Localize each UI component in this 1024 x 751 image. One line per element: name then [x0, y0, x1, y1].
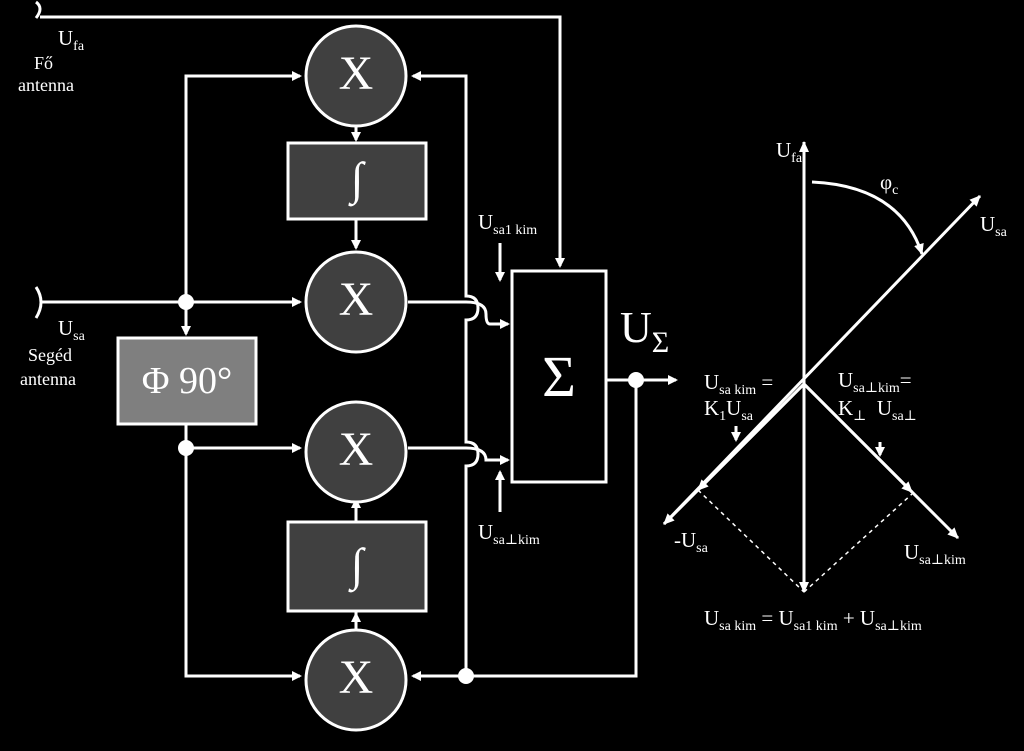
ufa-vector-label: Ufa	[776, 138, 803, 166]
shifted-to-m4-line	[184, 448, 302, 681]
summer-label: Σ	[542, 344, 576, 409]
multiplier-4	[304, 628, 408, 732]
resultant-dashed-lines	[697, 489, 913, 593]
multiplier-2	[304, 250, 408, 354]
ufa-input-label: Ufa	[58, 26, 85, 54]
m2-output-line	[408, 300, 508, 326]
integrator-2-label: ∫	[350, 539, 364, 590]
phi-c-label: φc	[880, 170, 899, 198]
junction-dot	[178, 440, 194, 456]
m3-output-line	[408, 446, 508, 462]
usa-perp-kim-eq-label: Usa⊥kim=	[838, 368, 912, 396]
main-antenna-label-2: antenna	[18, 75, 74, 95]
ufa-signal-line	[40, 15, 565, 268]
multiplier-3-label: X	[338, 423, 374, 476]
feedback-bus-line	[411, 71, 480, 676]
junction-dot	[458, 668, 474, 684]
aux-antenna-label: Segéd	[28, 345, 72, 365]
usa-perp-kim-label: Usa⊥kim	[478, 520, 540, 548]
junction-dot	[178, 294, 194, 310]
multiplier-4-label: X	[338, 651, 374, 704]
aux-antenna-label-2: antenna	[20, 369, 76, 389]
summer-block	[510, 269, 608, 484]
integrator-1-label: ∫	[350, 153, 364, 204]
main-antenna-symbol	[34, 0, 42, 19]
kperp-usa-perp-label: K⊥ Usa⊥	[838, 396, 917, 424]
usa-to-m1-line	[184, 71, 302, 302]
integrator-2	[286, 520, 428, 613]
usa-perp-kim-vector-label: Usa⊥kim	[904, 540, 966, 568]
resultant-equation-label: Usa kim = Usa1 kim + Usa⊥kim	[704, 606, 922, 634]
phi-angle-arc	[811, 180, 924, 255]
multiplier-1-label: X	[338, 47, 374, 100]
multiplier-3	[304, 400, 408, 504]
integrator-1	[286, 141, 428, 221]
usa1-kim-label: Usa1 kim	[478, 210, 538, 238]
neg-usa-label: -Usa	[674, 528, 708, 556]
junction-dot	[628, 372, 644, 388]
multiplier-1	[304, 24, 408, 128]
multiplier-2-label: X	[338, 273, 374, 326]
phase-shifter-block	[116, 336, 258, 426]
phase-shifter-label: Φ 90°	[141, 360, 233, 402]
usa-vector-label: Usa	[980, 212, 1007, 240]
u-sigma-output-label: UΣ	[620, 303, 670, 359]
usa-kim-eq-label: Usa kim =	[704, 370, 774, 398]
k1-usa-label: K1Usa	[704, 396, 754, 424]
usa-input-label: Usa	[58, 316, 85, 344]
main-antenna-label: Fő	[34, 53, 54, 73]
output-feedback-line	[411, 380, 638, 681]
